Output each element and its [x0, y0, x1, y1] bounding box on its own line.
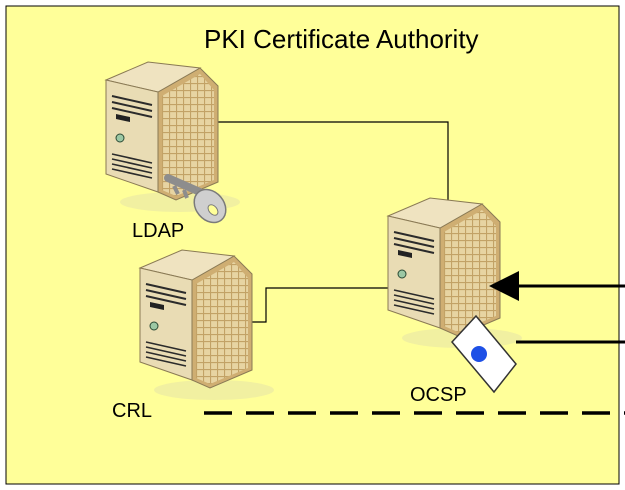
- crl-label: CRL: [112, 400, 153, 422]
- ocsp-label: OCSP: [410, 384, 467, 406]
- diagram-title: PKI Certificate Authority: [204, 24, 479, 54]
- certificate-icon: [451, 314, 517, 394]
- ldap-label: LDAP: [132, 220, 185, 242]
- key-icon: [164, 174, 227, 224]
